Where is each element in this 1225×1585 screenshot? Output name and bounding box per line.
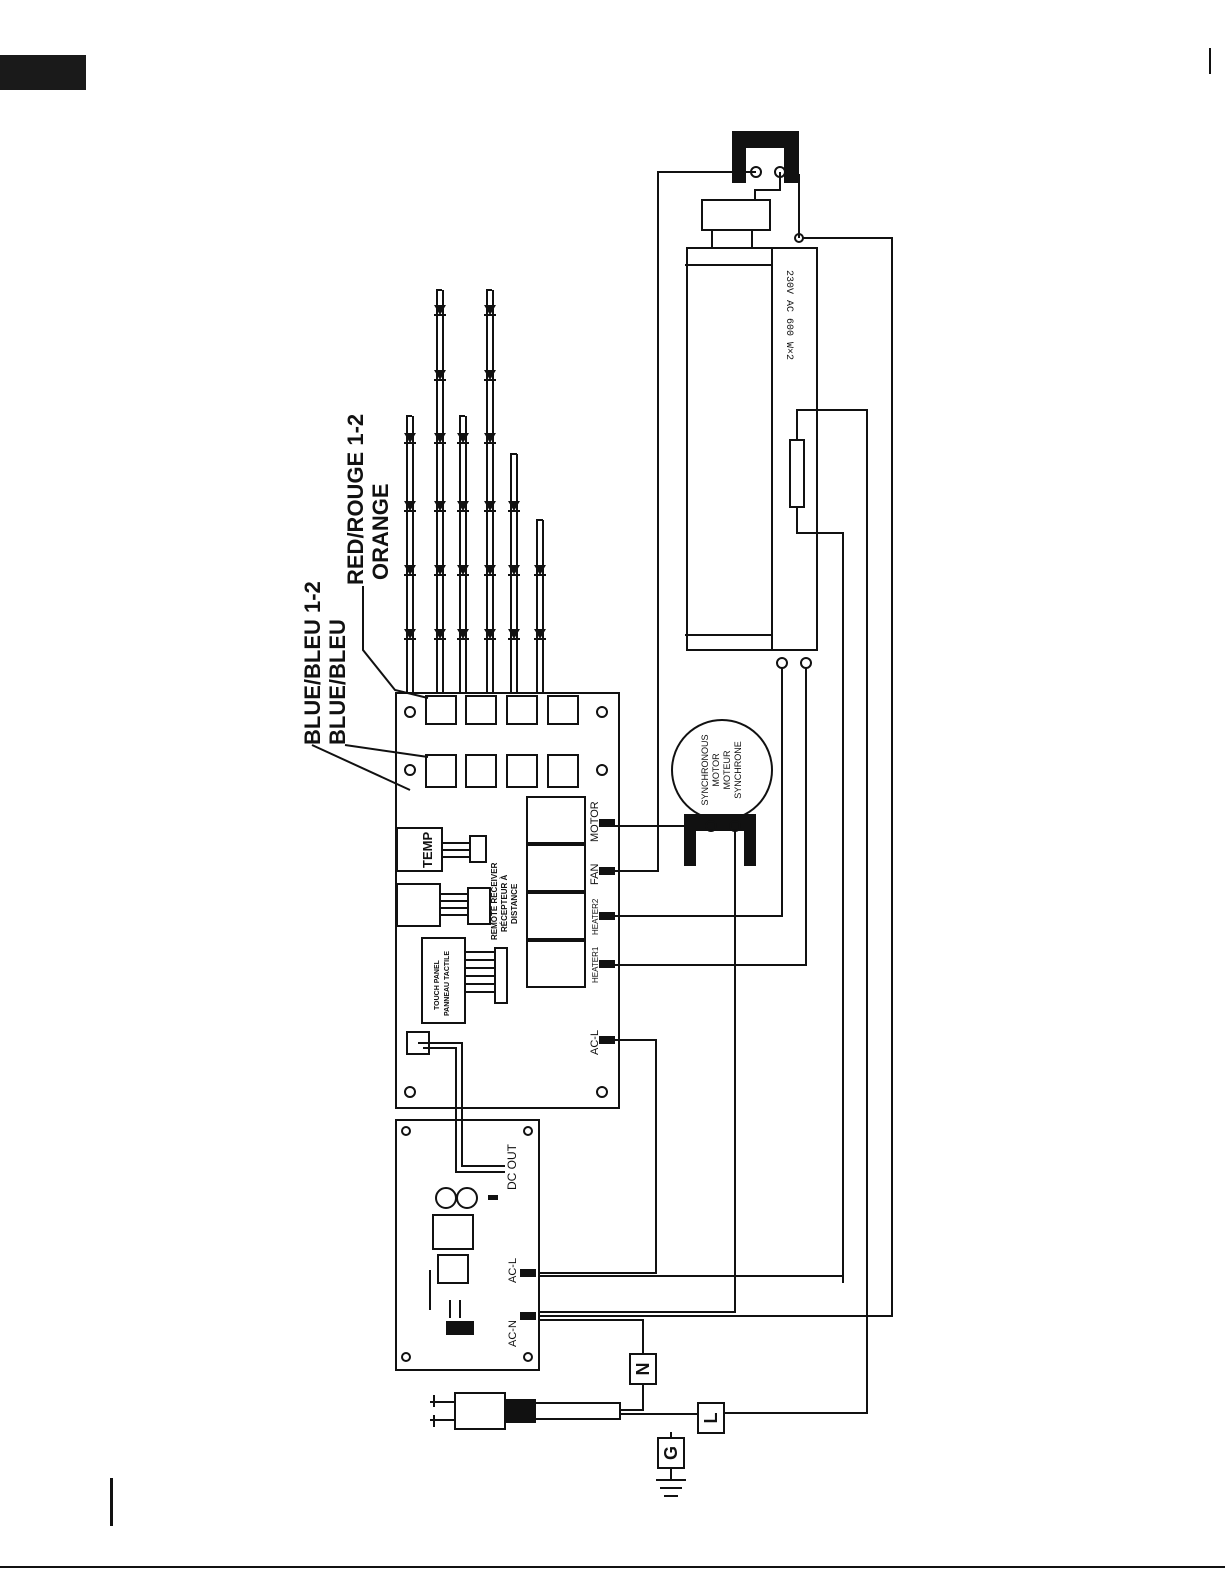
label-heater-rating: 230V AC 600 W×2 bbox=[783, 270, 794, 360]
diode-icon bbox=[484, 629, 496, 639]
diode-icon bbox=[404, 501, 416, 511]
label-acl-psu: AC-L bbox=[507, 1258, 519, 1283]
blue-leader-2 bbox=[345, 745, 428, 757]
label-acl-board: AC-L bbox=[589, 1030, 601, 1055]
diode-icon bbox=[404, 565, 416, 575]
diode-icon bbox=[457, 433, 469, 443]
label-line: L bbox=[701, 1413, 721, 1424]
diode-icon bbox=[508, 629, 520, 639]
label-motor: MOTOR bbox=[589, 801, 601, 842]
diode-icon bbox=[534, 629, 546, 639]
diode-icon bbox=[434, 433, 446, 443]
terminal-heater2 bbox=[600, 913, 614, 919]
label-red-1-2: RED/ROUGE 1-2 bbox=[343, 414, 368, 585]
led-connector-blu4 bbox=[426, 755, 456, 787]
led-connector-blu3 bbox=[466, 755, 496, 787]
label-acn-psu: AC-N bbox=[507, 1320, 519, 1347]
label-remote-en: REMOTE RECEIVER bbox=[490, 862, 499, 940]
diode-icon bbox=[484, 305, 496, 315]
diode-icon bbox=[484, 370, 496, 380]
diode-icon bbox=[434, 370, 446, 380]
label-remote-fr1: RÉCEPTEUR À bbox=[500, 874, 509, 932]
terminal-acl bbox=[600, 1037, 614, 1043]
label-temp: TEMP bbox=[420, 832, 435, 868]
power-plug bbox=[430, 1393, 620, 1429]
heater-housing bbox=[687, 248, 817, 650]
led-connector-red4 bbox=[426, 696, 456, 724]
terminal-fan bbox=[600, 868, 614, 874]
relay-heater2 bbox=[527, 893, 585, 939]
diode-icon bbox=[484, 501, 496, 511]
label-dc-out: DC OUT bbox=[505, 1143, 519, 1190]
label-sync-1: SYNCHRONOUS bbox=[700, 734, 710, 805]
psu-terminal-acn bbox=[521, 1313, 535, 1319]
diode-icon bbox=[484, 565, 496, 575]
diode-icon bbox=[434, 565, 446, 575]
label-ground: G bbox=[661, 1446, 681, 1460]
led-connector-blu1 bbox=[548, 755, 578, 787]
label-neutral: N bbox=[633, 1363, 653, 1376]
diode-icon bbox=[434, 305, 446, 315]
label-heater1: HEATER1 bbox=[591, 946, 600, 983]
diode-icon bbox=[457, 629, 469, 639]
heater-element bbox=[790, 440, 804, 507]
diode-icon bbox=[404, 629, 416, 639]
label-touch-en: TOUCH PANEL bbox=[434, 959, 441, 1010]
psu-terminal-acl bbox=[521, 1270, 535, 1276]
label-orange: ORANGE bbox=[368, 483, 393, 580]
label-sync-2: MOTOR bbox=[711, 753, 721, 787]
led-connector-blu2 bbox=[507, 755, 537, 787]
diode-icon bbox=[457, 565, 469, 575]
label-blue-1-2: BLUE/BLEU 1-2 bbox=[300, 581, 325, 745]
led-connector-red2 bbox=[507, 696, 537, 724]
label-sync-4: SYNCHRONE bbox=[733, 741, 743, 799]
diode-icon bbox=[508, 565, 520, 575]
diode-icon bbox=[484, 433, 496, 443]
label-sync-3: MOTEUR bbox=[722, 750, 732, 789]
led-connector-red3 bbox=[466, 696, 496, 724]
diode-icon bbox=[434, 629, 446, 639]
red-leader bbox=[363, 586, 428, 698]
label-fan: FAN bbox=[589, 864, 601, 885]
label-heater2: HEATER2 bbox=[591, 898, 600, 935]
terminal-heater1 bbox=[600, 961, 614, 967]
diode-icon bbox=[434, 501, 446, 511]
relay-fan bbox=[527, 845, 585, 891]
label-touch-fr: PANNEAU TACTILE bbox=[444, 951, 451, 1016]
label-blue: BLUE/BLEU bbox=[325, 619, 350, 745]
led-strings bbox=[404, 290, 546, 693]
diode-icon bbox=[457, 501, 469, 511]
remote-receiver bbox=[397, 884, 440, 926]
label-remote-fr2: DISTANCE bbox=[510, 883, 519, 924]
diode-icon bbox=[534, 565, 546, 575]
diode-icon bbox=[508, 501, 520, 511]
relay-motor bbox=[527, 797, 585, 843]
terminal-motor bbox=[600, 820, 614, 826]
diode-icon bbox=[404, 433, 416, 443]
relay-heater1 bbox=[527, 941, 585, 987]
led-connector-red1 bbox=[548, 696, 578, 724]
